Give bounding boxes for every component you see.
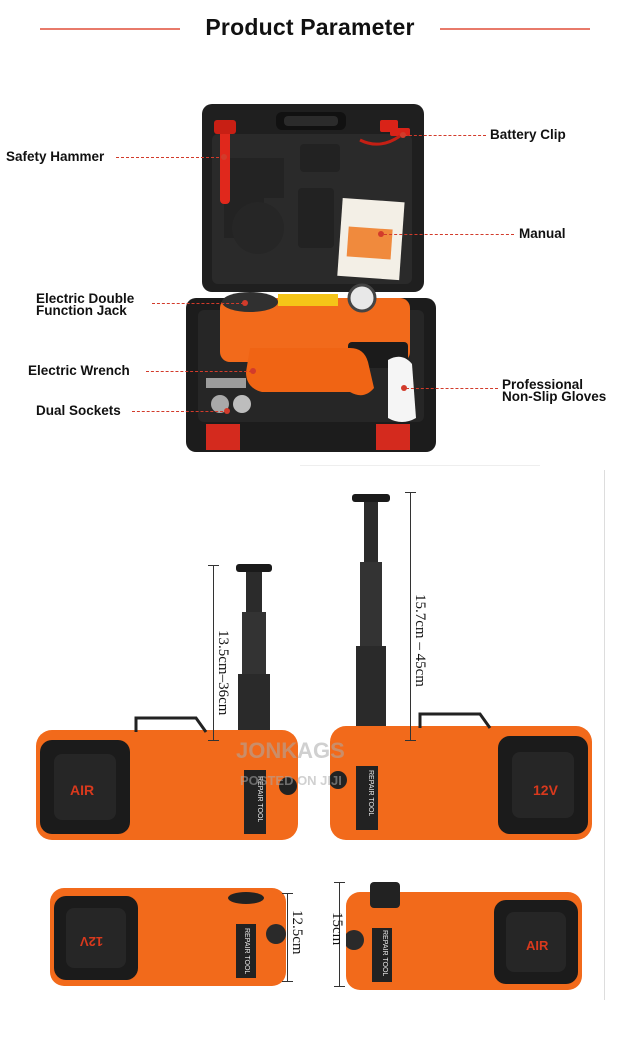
callout-gloves-line1: Professional xyxy=(502,377,584,392)
dim-bar-bottom-right xyxy=(339,882,340,986)
leader-gloves xyxy=(406,388,498,389)
jack-collapsed-right-image xyxy=(346,882,582,990)
dim-bar-left xyxy=(213,565,214,740)
jack-extended-left-image xyxy=(36,564,298,840)
dim-label-right: 15.7cm – 45cm xyxy=(412,594,428,687)
dim-cap-bottom-left-bottom xyxy=(282,981,293,982)
jack-extended-right-image xyxy=(330,494,592,840)
dim-cap-bottom-right-top xyxy=(334,882,345,883)
right-edge-line xyxy=(604,470,605,1000)
callout-dual-sockets: Dual Sockets xyxy=(36,403,121,418)
dim-cap-bottom-left-top xyxy=(282,893,293,894)
toolkit-case-image xyxy=(186,104,436,452)
dim-cap-right-top xyxy=(405,492,416,493)
callout-electric-wrench: Electric Wrench xyxy=(28,363,130,378)
dim-cap-left-top xyxy=(208,565,219,566)
leader-dual-sockets xyxy=(132,411,228,412)
callout-safety-hammer: Safety Hammer xyxy=(6,149,105,164)
leader-safety-hammer xyxy=(116,157,224,158)
callout-manual: Manual xyxy=(519,226,566,241)
callout-jack-line2: Function Jack xyxy=(36,303,127,318)
watermark-line1: JONKAGS xyxy=(236,738,345,763)
dim-cap-left-bottom xyxy=(208,740,219,741)
dim-bar-bottom-left xyxy=(287,893,288,981)
right-brand-label: REPAIR TOOL xyxy=(367,770,374,817)
section-divider xyxy=(300,465,540,466)
leader-dot-dual-sockets xyxy=(224,408,230,414)
leader-dot-safety-hammer xyxy=(221,154,227,160)
leader-dot-battery-clip xyxy=(400,132,406,138)
header-line-left xyxy=(40,28,180,30)
left-air-label: AIR xyxy=(70,782,95,798)
leader-dot-gloves xyxy=(401,385,407,391)
dim-label-bottom-left: 12.5cm xyxy=(289,910,305,955)
callout-jack-line1: Electric Double xyxy=(36,291,135,306)
callout-gloves-line2: Non-Slip Gloves xyxy=(502,389,607,404)
callout-battery-clip: Battery Clip xyxy=(490,127,566,142)
bottom-left-brand-label: REPAIR TOOL xyxy=(243,928,250,975)
dim-label-bottom-right: 15cm xyxy=(329,912,345,946)
leader-electric-wrench xyxy=(146,371,252,372)
dim-cap-right-bottom xyxy=(405,740,416,741)
bottom-right-air-label: AIR xyxy=(526,938,549,953)
bottom-right-brand-label: REPAIR TOOL xyxy=(381,930,388,977)
dim-bar-right xyxy=(410,492,411,740)
bottom-left-12v-label: 12V xyxy=(80,934,104,949)
leader-dot-electric-wrench xyxy=(250,368,256,374)
leader-battery-clip xyxy=(404,135,486,136)
leader-manual xyxy=(384,234,514,235)
page-title: Product Parameter xyxy=(205,14,415,40)
dim-label-left: 13.5cm–36cm xyxy=(215,630,231,716)
watermark-line2: POSTED ON JIJI xyxy=(240,773,342,788)
right-12v-label: 12V xyxy=(533,782,558,798)
dim-cap-bottom-right-bottom xyxy=(334,986,345,987)
jack-collapsed-left-image xyxy=(50,888,286,986)
leader-dot-manual xyxy=(378,231,384,237)
header-line-right xyxy=(440,28,590,30)
leader-jack xyxy=(152,303,244,304)
leader-dot-jack xyxy=(242,300,248,306)
